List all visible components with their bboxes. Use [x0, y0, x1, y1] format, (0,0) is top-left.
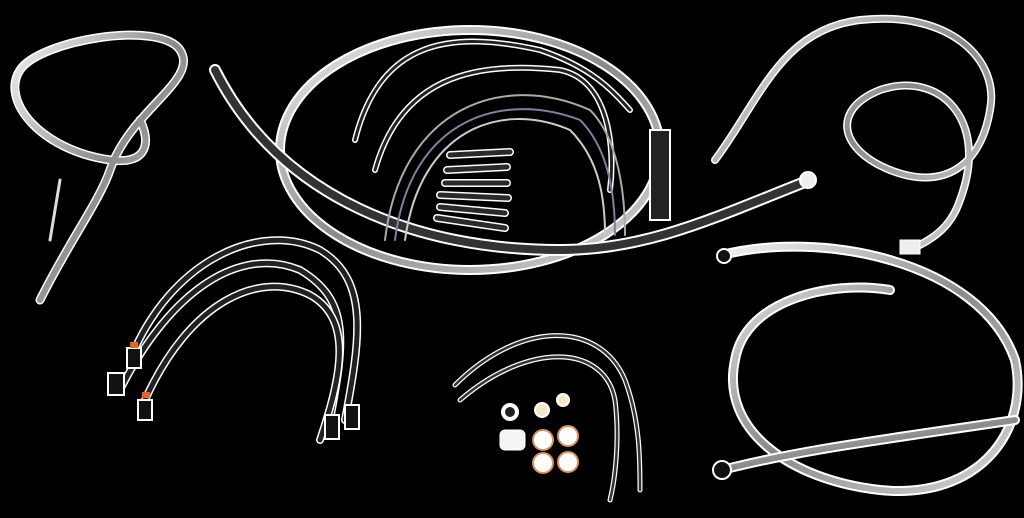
wiring-harness-with-connectors [107, 236, 362, 444]
heat-shrink-tubes [433, 148, 514, 232]
braided-brake-line-loop [712, 241, 1023, 496]
thin-cables [452, 333, 643, 503]
crush-washers-and-fittings [499, 393, 579, 474]
coiled-cable-right [711, 14, 996, 255]
braided-throttle-cable-loop [209, 25, 817, 275]
wire-harness-extensions [352, 38, 633, 241]
coiled-clutch-cable [10, 30, 188, 305]
